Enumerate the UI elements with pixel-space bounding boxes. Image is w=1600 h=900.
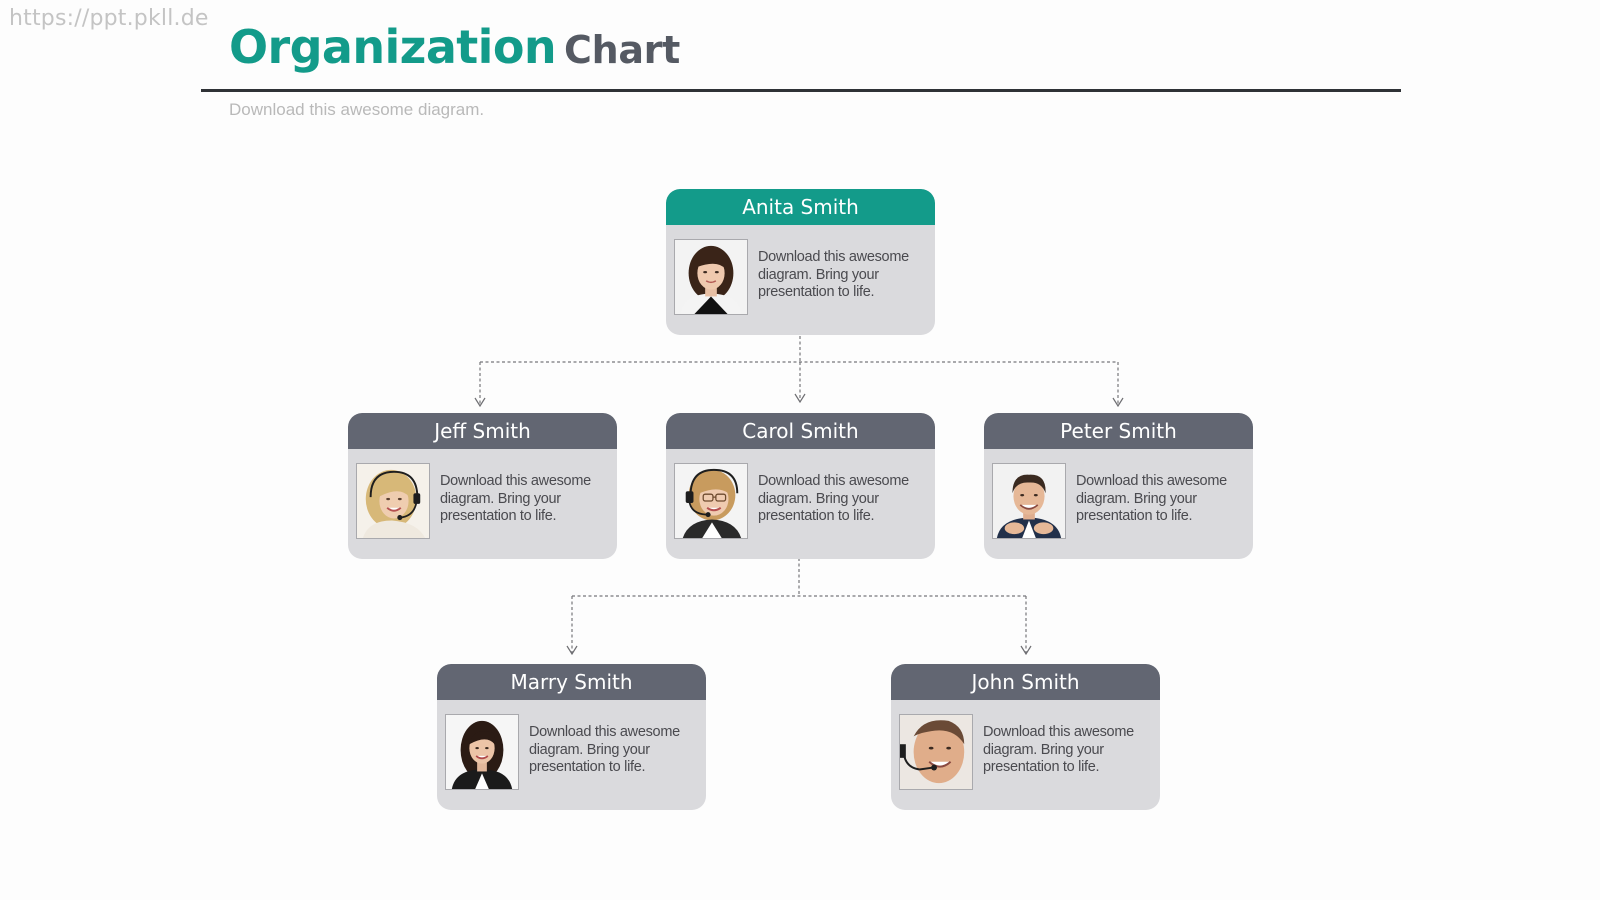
man-headset-portrait-icon — [899, 714, 973, 790]
man-portrait-icon — [992, 463, 1066, 539]
org-card-carol-smith: Carol Smith Download this awesome diagra… — [666, 413, 935, 559]
title-primary: Organization — [229, 20, 557, 74]
title-secondary: Chart — [564, 28, 680, 72]
card-name: Jeff Smith — [348, 413, 617, 449]
card-description: Download this awesome diagram. Bring you… — [983, 724, 1134, 775]
org-card-john-smith: John Smith Download this awesome diagram… — [891, 664, 1160, 810]
org-card-anita-smith: Anita Smith Download this awesome diagra… — [666, 189, 935, 335]
card-description: Download this awesome diagram. Bring you… — [758, 473, 909, 524]
card-name: Carol Smith — [666, 413, 935, 449]
card-name: John Smith — [891, 664, 1160, 700]
title-underline — [201, 89, 1401, 92]
card-name: Anita Smith — [666, 189, 935, 225]
woman-headset-portrait-icon — [356, 463, 430, 539]
card-description: Download this awesome diagram. Bring you… — [440, 473, 591, 524]
card-description: Download this awesome diagram. Bring you… — [1076, 473, 1227, 524]
watermark-url: https://ppt.pkll.de — [9, 6, 209, 31]
woman-headset-glasses-portrait-icon — [674, 463, 748, 539]
card-name: Peter Smith — [984, 413, 1253, 449]
org-card-marry-smith: Marry Smith Download this awesome diagra… — [437, 664, 706, 810]
org-card-jeff-smith: Jeff Smith Download this awesome diagram… — [348, 413, 617, 559]
card-description: Download this awesome diagram. Bring you… — [758, 249, 909, 300]
card-name: Marry Smith — [437, 664, 706, 700]
card-description: Download this awesome diagram. Bring you… — [529, 724, 680, 775]
woman-portrait-icon — [674, 239, 748, 315]
woman-suit-portrait-icon — [445, 714, 519, 790]
org-card-peter-smith: Peter Smith Download this awesome diagra… — [984, 413, 1253, 559]
page-subtitle: Download this awesome diagram. — [229, 100, 485, 119]
